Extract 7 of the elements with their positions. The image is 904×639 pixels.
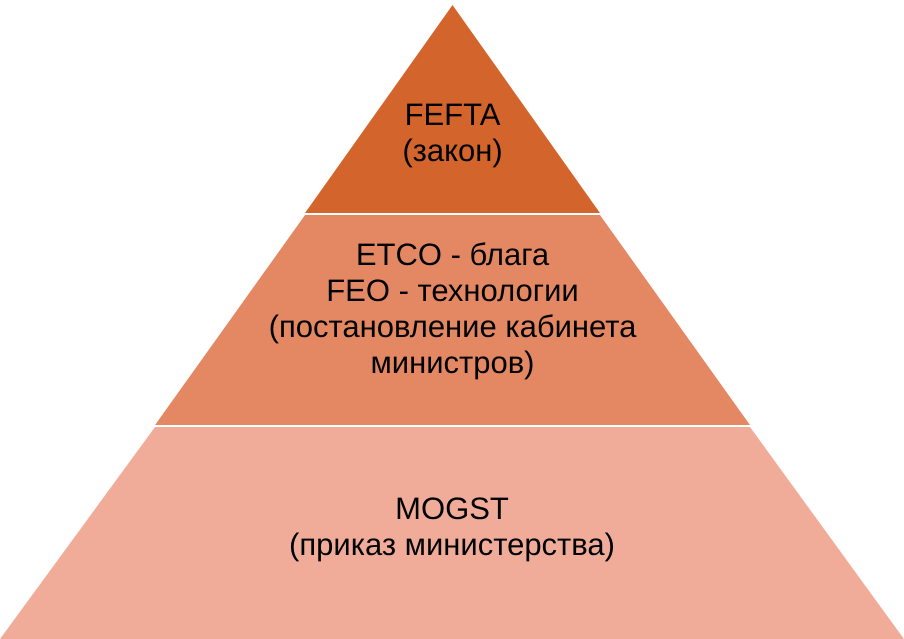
tier-label: FEFTA xyxy=(404,97,500,133)
tier-label: (приказ министерства) xyxy=(289,527,615,563)
tier-label: ETCO - блага xyxy=(356,237,550,273)
tier-label: MOGST xyxy=(395,491,509,527)
tier-label: (закон) xyxy=(402,133,503,169)
tier-label: FEO - технологии xyxy=(326,273,579,309)
tier-label: (постановление кабинета министров) xyxy=(268,309,638,381)
